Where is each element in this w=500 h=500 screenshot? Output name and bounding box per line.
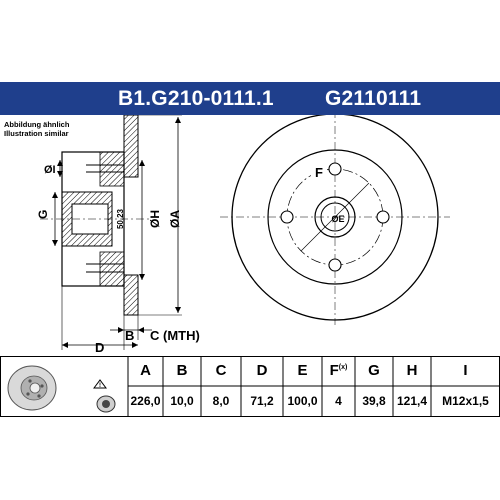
col-header-f: F(x)	[329, 362, 348, 379]
note-german: Abbildung ähnlich	[4, 120, 70, 129]
note-english: Illustration similar	[4, 129, 69, 138]
col-header-d: D	[256, 362, 268, 379]
disc-plate-top	[123, 115, 139, 178]
product-thumbnail: !	[7, 365, 116, 413]
col-header-i: I	[463, 362, 468, 379]
value-h: 121,4	[396, 394, 428, 408]
value-g: 39,8	[362, 394, 386, 408]
alt-part-number: G2110111	[325, 87, 422, 110]
label-dim-c: C (MTH)	[150, 328, 200, 343]
label-dim-h: ØH	[148, 210, 162, 228]
hub-wall-bottom	[99, 251, 125, 287]
label-dim-a: ØA	[168, 210, 182, 228]
label-dim-d: D	[95, 340, 104, 355]
technical-drawing: ØI G 50,23 ØH ØA B C (MTH) D F ØE	[36, 115, 450, 355]
value-f: 4	[335, 394, 342, 408]
col-header-e: E	[297, 362, 308, 379]
label-dim-b: B	[125, 328, 134, 343]
col-header-f-suffix: (x)	[338, 364, 348, 371]
label-dim-i: ØI	[44, 164, 56, 176]
col-header-b: B	[176, 362, 188, 379]
dimension-table: ! A B C D E F(x) G H I 226,0 10,0 8,0 71…	[0, 356, 500, 417]
disc-plate-bottom	[123, 274, 139, 316]
section-view: ØI G 50,23 ØH ØA B C (MTH) D	[36, 115, 200, 355]
value-i: M12x1,5	[442, 394, 489, 408]
value-d: 71,2	[250, 394, 274, 408]
illustration-note: Abbildung ähnlich Illustration similar	[4, 120, 69, 138]
value-e: 100,0	[287, 394, 318, 408]
col-header-h: H	[406, 362, 418, 379]
label-dim-inner: 50,23	[116, 208, 125, 229]
value-b: 10,0	[170, 394, 194, 408]
col-header-g: G	[368, 362, 380, 379]
col-header-c: C	[215, 362, 227, 379]
value-c: 8,0	[212, 394, 230, 408]
front-view: F ØE	[220, 115, 450, 325]
part-number-bar: B1.G210-0111.1 G2110111	[0, 82, 500, 115]
bolt-hole	[280, 210, 294, 224]
col-header-a: A	[140, 362, 151, 379]
bolt-hole	[328, 258, 342, 272]
hub-wall-top	[99, 151, 125, 187]
bolt-hole	[376, 210, 390, 224]
value-a: 226,0	[130, 394, 161, 408]
label-dim-g: G	[36, 210, 50, 219]
part-number: B1.G210-0111.1	[118, 87, 274, 110]
bolt-hole	[328, 162, 342, 176]
label-dim-f: F	[315, 165, 323, 180]
label-dim-e: ØE	[331, 214, 344, 224]
svg-text:!: !	[99, 383, 101, 389]
